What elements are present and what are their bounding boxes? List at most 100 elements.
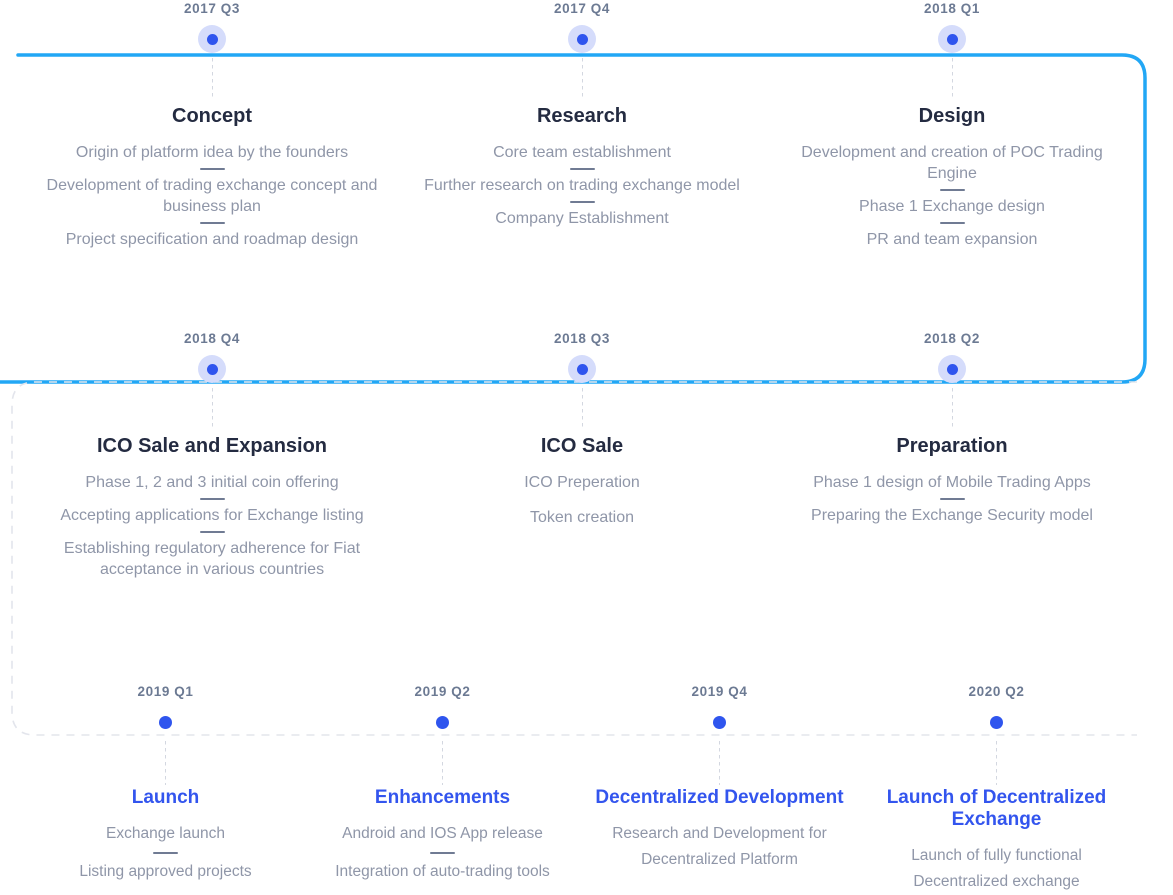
milestone-item: PR and team expansion [866,231,1038,248]
timeline-row-2: 2018 Q4 ICO Sale and Expansion Phase 1, … [0,330,1173,580]
milestone-items: Android and IOS App release Integration … [304,821,581,885]
milestone-node-icon[interactable] [397,350,767,388]
milestone-node-icon[interactable] [581,703,858,741]
milestone-item: Integration of auto-trading tools [335,863,550,880]
milestone-2018-q2[interactable]: 2018 Q2 Preparation Phase 1 design of Mo… [767,330,1137,580]
quarter-label: 2020 Q2 [968,684,1025,699]
quarter-label: 2018 Q2 [924,331,980,346]
milestone-title: Preparation [896,435,1008,457]
milestone-items: Research and Development for Decentraliz… [581,821,858,873]
milestone-items: Phase 1 design of Mobile Trading Apps Pr… [767,472,1137,526]
milestone-node-icon[interactable] [27,20,397,58]
milestone-item: Development of trading exchange concept … [46,177,378,215]
item-divider [939,189,965,191]
milestone-item: Further research on trading exchange mod… [424,177,740,194]
milestone-node-icon[interactable] [767,20,1137,58]
node-core-icon [206,33,218,45]
milestone-2017-q3[interactable]: 2017 Q3 Concept Origin of platform idea … [27,0,397,250]
milestone-2018-q4[interactable]: 2018 Q4 ICO Sale and Expansion Phase 1, … [27,330,397,580]
node-core-icon [946,363,958,375]
node-core-icon [436,715,449,729]
node-stem [951,388,953,430]
milestone-item: ICO Preperation [524,474,640,491]
milestone-2017-q4[interactable]: 2017 Q4 Research Core team establishment… [397,0,767,250]
milestone-title: Design [918,105,986,127]
milestone-title: Research [536,105,628,127]
node-core-icon [990,715,1003,729]
milestone-title: Concept [172,105,252,127]
quarter-label: 2019 Q2 [414,684,471,699]
timeline-row-3: 2019 Q1 Launch Exchange launch Listing a… [0,683,1173,895]
milestone-2018-q1[interactable]: 2018 Q1 Design Development and creation … [767,0,1137,250]
item-divider [569,168,595,170]
milestone-node-icon[interactable] [397,20,767,58]
quarter-label: 2018 Q1 [924,1,980,16]
node-stem [211,58,213,100]
item-divider [939,222,965,224]
milestone-items: ICO Preperation Token creation [397,472,767,528]
quarter-label: 2019 Q1 [137,684,194,699]
milestone-2020-q2[interactable]: 2020 Q2 Launch of Decentralized Exchange… [858,683,1135,895]
node-core-icon [159,715,172,729]
milestone-2019-q2[interactable]: 2019 Q2 Enhancements Android and IOS App… [304,683,581,895]
quarter-label: 2019 Q4 [691,684,748,699]
milestone-item: Origin of platform idea by the founders [75,144,349,161]
item-divider [569,201,595,203]
quarter-label: 2017 Q3 [184,1,240,16]
milestone-2018-q3[interactable]: 2018 Q3 ICO Sale ICO Preperation Token c… [397,330,767,580]
milestone-title: Launch [131,787,200,808]
milestone-item: Development and creation of POC Trading … [801,144,1103,182]
quarter-label: 2017 Q4 [554,1,610,16]
node-core-icon [576,33,588,45]
milestone-title: ICO Sale [540,435,624,457]
milestone-items: Core team establishment Further research… [397,142,767,229]
milestone-2019-q1[interactable]: 2019 Q1 Launch Exchange launch Listing a… [27,683,304,895]
milestone-item: Phase 1, 2 and 3 initial coin offering [85,474,339,491]
node-stem [211,388,213,430]
milestone-2019-q4[interactable]: 2019 Q4 Decentralized Development Resear… [581,683,858,895]
node-stem [996,741,997,785]
milestone-item: Listing approved projects [79,863,252,880]
milestone-item: Launch of fully functional Decentralized… [911,847,1082,890]
milestone-item: Android and IOS App release [342,825,543,842]
milestone-items: Phase 1, 2 and 3 initial coin offering A… [27,472,397,580]
node-core-icon [946,33,958,45]
item-divider [199,531,225,533]
milestone-item: Core team establishment [493,144,671,161]
node-core-icon [206,363,218,375]
milestone-title: Launch of Decentralized Exchange [886,787,1107,830]
milestone-item: Accepting applications for Exchange list… [60,507,364,524]
milestone-title: Decentralized Development [595,787,844,808]
node-stem [719,741,720,785]
milestone-item: Phase 1 Exchange design [859,198,1045,215]
milestone-node-icon[interactable] [27,350,397,388]
item-divider [199,222,225,224]
quarter-label: 2018 Q3 [554,331,610,346]
item-divider [199,498,225,500]
quarter-label: 2018 Q4 [184,331,240,346]
node-stem [951,58,953,100]
milestone-title: Enhancements [374,787,511,808]
node-stem [442,741,443,785]
milestone-item: Preparing the Exchange Security model [811,507,1093,524]
milestone-item: Phase 1 design of Mobile Trading Apps [813,474,1091,491]
milestone-items: Development and creation of POC Trading … [767,142,1137,250]
milestone-items: Exchange launch Listing approved project… [27,821,304,885]
node-core-icon [713,715,726,729]
item-divider [199,168,225,170]
milestone-item: Exchange launch [106,825,225,842]
node-stem [581,388,583,430]
node-stem [581,58,583,100]
milestone-node-icon[interactable] [304,703,581,741]
milestone-item: Research and Development for Decentraliz… [612,825,827,868]
milestone-item: Establishing regulatory adherence for Fi… [63,540,361,578]
milestone-node-icon[interactable] [27,703,304,741]
item-divider [430,852,455,854]
milestone-items: Launch of fully functional Decentralized… [858,843,1135,895]
milestone-item: Project specification and roadmap design [65,231,359,248]
milestone-node-icon[interactable] [858,703,1135,741]
milestone-items: Origin of platform idea by the founders … [27,142,397,250]
milestone-item: Company Establishment [495,210,669,227]
milestone-node-icon[interactable] [767,350,1137,388]
